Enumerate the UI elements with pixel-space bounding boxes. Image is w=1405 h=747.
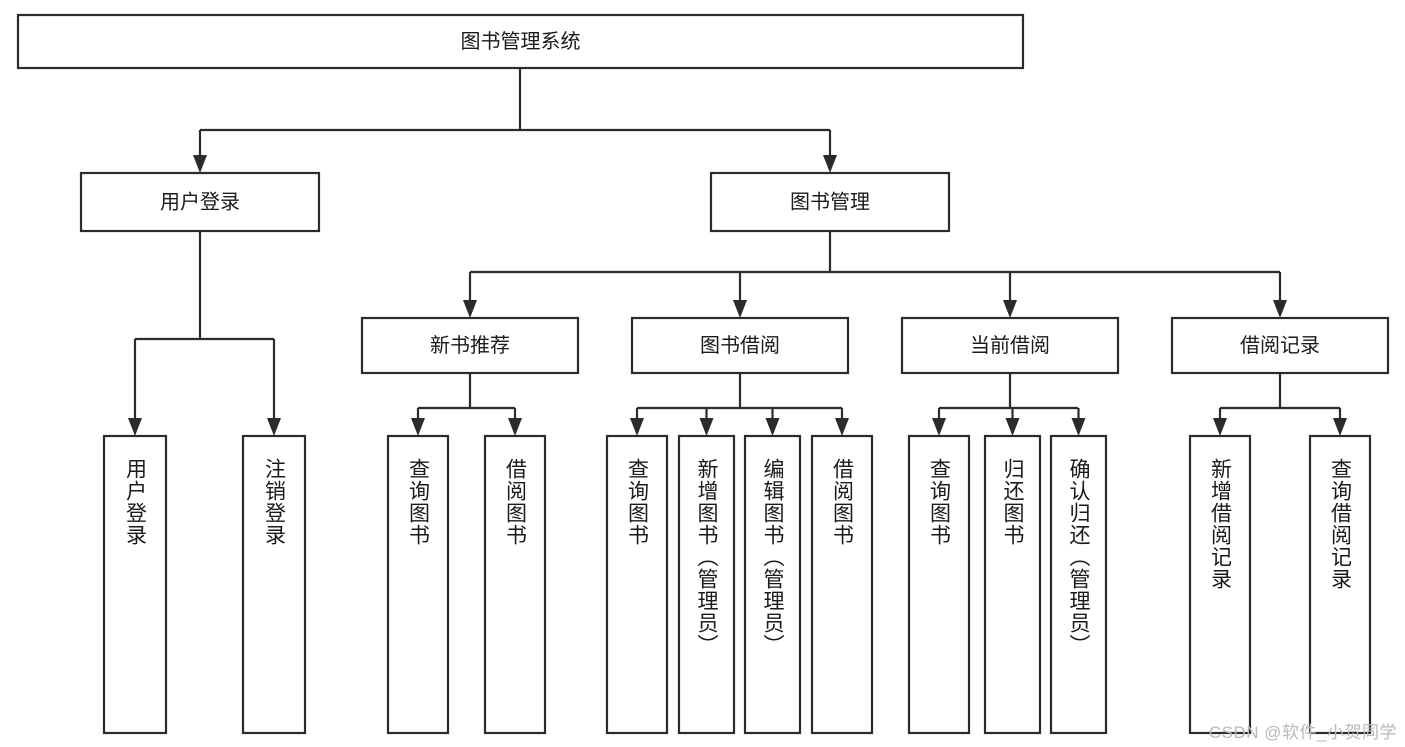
node-user-login[interactable]: 用户登录 — [79, 171, 321, 233]
node-label-book-borrow: 图书借阅 — [700, 334, 780, 357]
node-leaf-query-book-current[interactable]: 查询图书 — [907, 434, 971, 735]
node-box-leaf-query-borrow-record[interactable] — [1308, 434, 1372, 735]
node-label-leaf-user-login: 用户登录 — [124, 458, 148, 546]
node-box-leaf-user-logout[interactable] — [241, 434, 307, 735]
connector-current-borrow — [932, 373, 1086, 436]
node-book-borrow[interactable]: 图书借阅 — [630, 316, 850, 375]
node-label-leaf-query-book-current: 查询图书 — [928, 458, 952, 546]
node-root[interactable]: 图书管理系统 — [16, 13, 1025, 70]
node-leaf-confirm-return[interactable]: 确认归还（管理员） — [1049, 434, 1108, 735]
node-new-book-recommend[interactable]: 新书推荐 — [360, 316, 580, 375]
node-leaf-add-book[interactable]: 新增图书（管理员） — [677, 434, 736, 735]
node-box-book-borrow[interactable] — [630, 316, 850, 375]
connector-book-borrow — [630, 373, 849, 436]
node-box-root[interactable] — [16, 13, 1025, 70]
node-label-user-login: 用户登录 — [160, 190, 240, 213]
node-leaf-query-book-borrow[interactable]: 查询图书 — [605, 434, 669, 735]
node-label-leaf-add-book: 新增图书（管理员） — [695, 458, 719, 656]
node-box-leaf-user-login[interactable] — [102, 434, 168, 735]
node-box-leaf-borrow-book[interactable] — [810, 434, 874, 735]
node-label-leaf-query-borrow-record: 查询借阅记录 — [1329, 458, 1353, 590]
node-box-leaf-query-book-current[interactable] — [907, 434, 971, 735]
connector-layer — [128, 68, 1347, 436]
connector-root — [193, 68, 837, 173]
connector-new-book-recommend — [411, 373, 522, 436]
node-box-leaf-edit-book[interactable] — [743, 434, 802, 735]
node-box-leaf-add-book[interactable] — [677, 434, 736, 735]
node-label-borrow-record: 借阅记录 — [1240, 334, 1320, 357]
node-box-leaf-query-book-borrow[interactable] — [605, 434, 669, 735]
node-layer: 图书管理系统用户登录图书管理新书推荐图书借阅当前借阅借阅记录用户登录注销登录查询… — [16, 13, 1390, 735]
node-leaf-borrow-book-rec[interactable]: 借阅图书 — [483, 434, 547, 735]
node-label-leaf-query-book-rec: 查询图书 — [407, 458, 431, 546]
node-box-leaf-borrow-book-rec[interactable] — [483, 434, 547, 735]
node-box-leaf-return-book[interactable] — [983, 434, 1042, 735]
connector-user-login — [128, 231, 281, 436]
node-leaf-return-book[interactable]: 归还图书 — [983, 434, 1042, 735]
node-label-leaf-borrow-book-rec: 借阅图书 — [504, 458, 528, 546]
node-label-leaf-query-book-borrow: 查询图书 — [626, 458, 650, 546]
node-label-root: 图书管理系统 — [461, 30, 581, 53]
node-box-current-borrow[interactable] — [900, 316, 1120, 375]
connector-book-manage — [463, 231, 1287, 318]
node-label-new-book-recommend: 新书推荐 — [430, 334, 510, 357]
node-box-new-book-recommend[interactable] — [360, 316, 580, 375]
node-box-borrow-record[interactable] — [1170, 316, 1390, 375]
node-label-leaf-user-logout: 注销登录 — [263, 458, 287, 546]
node-box-book-manage[interactable] — [709, 171, 951, 233]
node-box-user-login[interactable] — [79, 171, 321, 233]
node-label-leaf-confirm-return: 确认归还（管理员） — [1067, 458, 1091, 656]
node-label-book-manage: 图书管理 — [790, 190, 870, 213]
node-label-leaf-borrow-book: 借阅图书 — [831, 458, 855, 546]
node-box-leaf-confirm-return[interactable] — [1049, 434, 1108, 735]
node-box-leaf-add-borrow-record[interactable] — [1188, 434, 1252, 735]
node-leaf-user-login[interactable]: 用户登录 — [102, 434, 168, 735]
node-book-manage[interactable]: 图书管理 — [709, 171, 951, 233]
node-label-leaf-return-book: 归还图书 — [1001, 458, 1025, 546]
node-leaf-query-borrow-record[interactable]: 查询借阅记录 — [1308, 434, 1372, 735]
node-leaf-user-logout[interactable]: 注销登录 — [241, 434, 307, 735]
node-box-leaf-query-book-rec[interactable] — [386, 434, 450, 735]
node-leaf-add-borrow-record[interactable]: 新增借阅记录 — [1188, 434, 1252, 735]
node-borrow-record[interactable]: 借阅记录 — [1170, 316, 1390, 375]
connector-borrow-record — [1213, 373, 1347, 436]
node-label-leaf-add-borrow-record: 新增借阅记录 — [1209, 458, 1233, 590]
node-label-leaf-edit-book: 编辑图书（管理员） — [761, 458, 785, 656]
node-leaf-edit-book[interactable]: 编辑图书（管理员） — [743, 434, 802, 735]
node-leaf-query-book-rec[interactable]: 查询图书 — [386, 434, 450, 735]
node-leaf-borrow-book[interactable]: 借阅图书 — [810, 434, 874, 735]
node-current-borrow[interactable]: 当前借阅 — [900, 316, 1120, 375]
node-label-current-borrow: 当前借阅 — [970, 334, 1050, 357]
